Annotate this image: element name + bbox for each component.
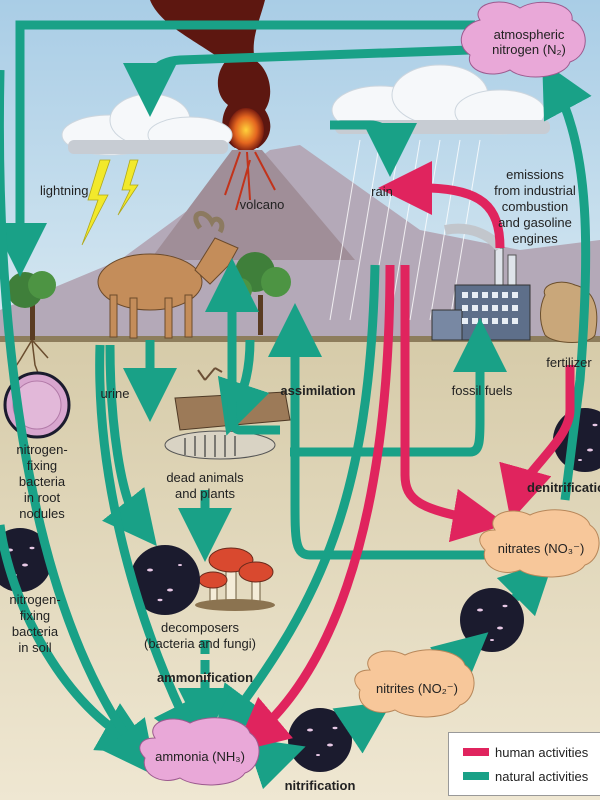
emissions-line-3: combustion xyxy=(501,199,569,214)
volcano-lava xyxy=(228,108,264,152)
soil-line-3: bacteria xyxy=(11,624,59,639)
nitrites-label: nitrites (NO₂⁻) xyxy=(376,680,458,696)
nitrates-text: nitrates (NO₃⁻) xyxy=(486,528,596,568)
arrow-cloud-to-rain xyxy=(330,120,417,177)
root-line-5: nodules xyxy=(19,506,65,521)
emissions-line-4: and gasoline xyxy=(498,215,572,230)
atmospheric-nitrogen-text: atmospheric nitrogen (N₂) xyxy=(474,20,584,64)
atmospheric-nitrogen-label: atmospheric nitrogen (N₂) xyxy=(492,27,566,57)
tree-left xyxy=(7,271,56,340)
nitrites-node xyxy=(354,649,475,718)
root-line-1: nitrogen- xyxy=(16,442,68,457)
fertilizer-label: fertilizer xyxy=(546,355,592,370)
arrow-denitrification-up xyxy=(542,61,592,501)
legend-natural-label: natural activities xyxy=(495,768,589,784)
emissions-line-2: from industrial xyxy=(494,183,576,198)
ammonia-text: ammonia (NH₃) xyxy=(145,736,255,776)
arrow-atm-to-left xyxy=(0,20,475,277)
arrow-ammonia-to-nitrification xyxy=(245,737,306,790)
atmospheric-nitrogen-node xyxy=(460,1,586,78)
fossil-fuels-label: fossil fuels xyxy=(451,383,513,398)
arrow-assimilation xyxy=(268,303,490,560)
soil-line-1: nitrogen- xyxy=(9,592,61,607)
nitrogen-fixing-root-label: nitrogen- fixing bacteria in root nodule… xyxy=(2,442,82,522)
roots-left xyxy=(11,339,49,379)
nitrification-label: nitrification xyxy=(284,778,356,793)
legend-human-swatch xyxy=(463,748,489,756)
dead-animals-label: dead animals and plants xyxy=(150,470,260,502)
decomposers-label: decomposers (bacteria and fungi) xyxy=(125,620,275,652)
volcano-label: volcano xyxy=(239,197,285,212)
decomposers-line-1: decomposers xyxy=(160,620,240,635)
rain-label: rain xyxy=(371,184,393,199)
arrow-bacteria-to-nitrates xyxy=(496,558,555,617)
lava-streaks xyxy=(224,151,276,211)
dead-line-2: and plants xyxy=(175,486,235,501)
soil-line-2: fixing xyxy=(19,608,51,623)
bacteria-nitrification-2 xyxy=(460,588,524,652)
arrow-bacteria-to-nitrites xyxy=(332,701,393,754)
legend: human activities natural activities xyxy=(448,732,600,796)
legend-natural: natural activities xyxy=(463,767,588,785)
arrow-fossil-fuels xyxy=(290,318,507,457)
legend-human-label: human activities xyxy=(495,744,589,760)
nitrogen-fixing-soil-label: nitrogen- fixing bacteria in soil xyxy=(0,592,70,656)
emissions-line-1: emissions xyxy=(506,167,564,182)
root-line-4: in root xyxy=(23,490,61,505)
legend-human: human activities xyxy=(463,743,588,761)
soil-line-4: in soil xyxy=(18,640,52,655)
arrow-fertilizer-to-nitrates xyxy=(499,365,575,521)
arrow-rain-to-ammonia xyxy=(234,264,395,753)
root-line-2: fixing xyxy=(26,458,58,473)
arrow-root-to-ammonia xyxy=(0,70,157,777)
arrow-urine xyxy=(102,344,157,547)
nitrates-label: nitrates (NO₃⁻) xyxy=(497,540,585,556)
ammonia-label: ammonia (NH₃) xyxy=(155,748,245,764)
urine-label: urine xyxy=(100,386,130,401)
arrow-emissions-to-rain xyxy=(378,161,505,249)
natural-arrows xyxy=(0,20,592,790)
legend-natural-swatch xyxy=(463,772,489,780)
lightning-bolts xyxy=(81,159,139,246)
arrow-rain-to-ammonia xyxy=(213,264,380,742)
nitrates-node xyxy=(479,509,600,578)
ammonia-node xyxy=(139,717,260,786)
bacteria-nitrification-1 xyxy=(288,708,352,772)
arrow-rain-to-nitrates xyxy=(400,265,507,543)
emissions-label: emissions from industrial combustion and… xyxy=(470,167,600,247)
arrow-long-to-ammonia xyxy=(95,344,203,755)
ammonification-label: ammonification xyxy=(156,670,254,685)
nitrites-text: nitrites (NO₂⁻) xyxy=(362,668,472,708)
root-line-3: bacteria xyxy=(18,474,66,489)
assimilation-label: assimilation xyxy=(280,383,356,398)
lightning-label: lightning xyxy=(40,183,89,198)
denitrification-label: denitrification xyxy=(527,480,600,495)
human-arrows xyxy=(234,161,575,753)
volcano-cone xyxy=(150,150,355,260)
arrow-assimilation-plant xyxy=(205,258,280,435)
bacteria-decomposers xyxy=(130,545,200,615)
dead-line-1: dead animals xyxy=(166,470,244,485)
emissions-line-5: engines xyxy=(512,231,558,246)
arrow-atm-to-cloud xyxy=(123,45,471,117)
decomposers-line-2: (bacteria and fungi) xyxy=(143,636,256,651)
